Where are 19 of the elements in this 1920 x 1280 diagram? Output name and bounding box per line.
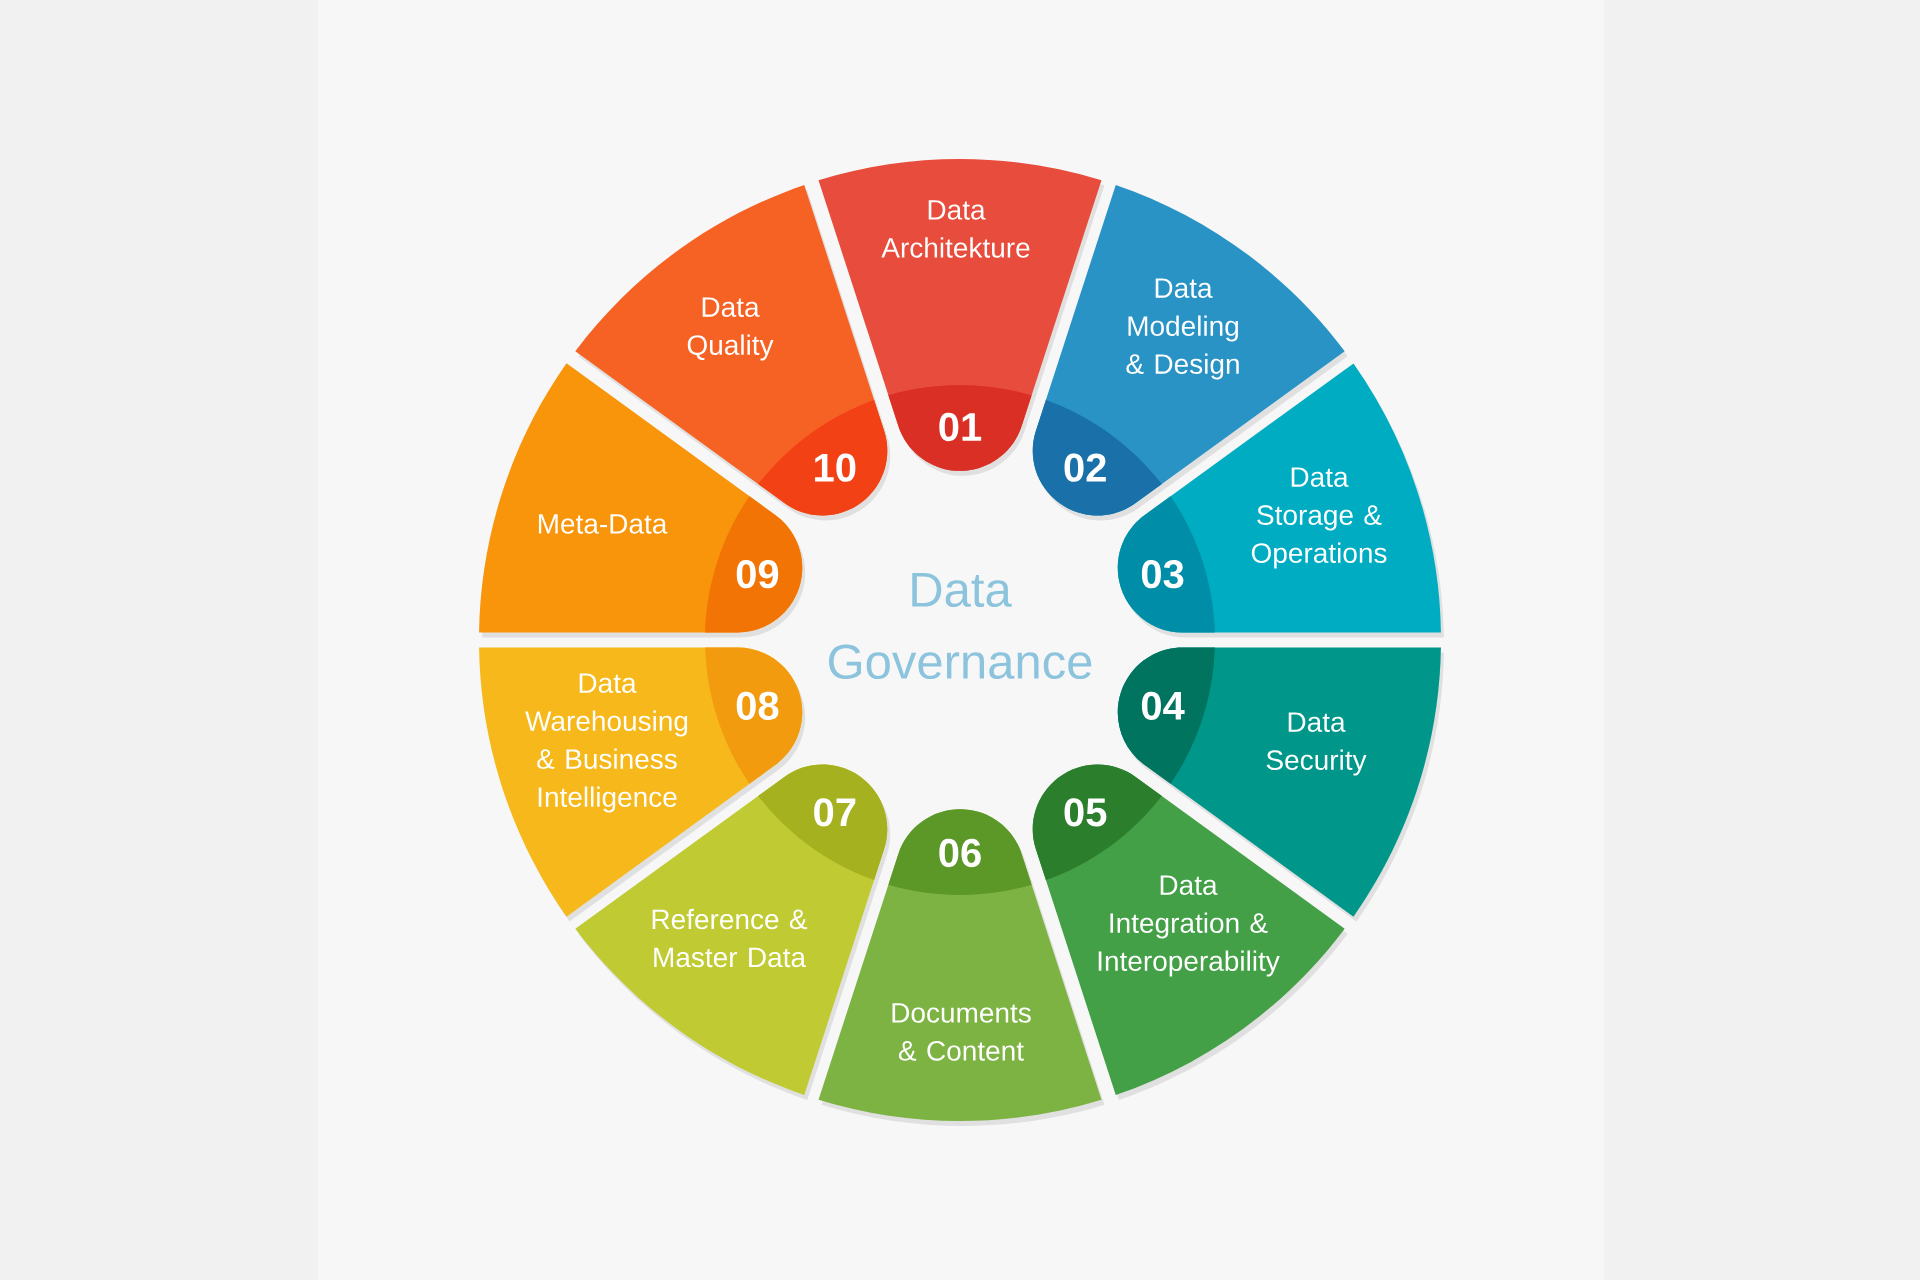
segment-label: Data Modeling & Design: [1126, 278, 1239, 380]
segment-label: Meta-Data: [538, 514, 668, 534]
segment-label: Documents & Content: [892, 1003, 1031, 1061]
number-badge: 08: [705, 647, 803, 784]
number-badge: 02: [1032, 399, 1162, 516]
segment-label: Data Storage & Operations: [1251, 467, 1387, 569]
segment-label: Data Security: [1266, 712, 1367, 776]
number-badge: 07: [758, 764, 888, 881]
segment-label: Data Warehousing & Business Intelligence: [525, 673, 688, 813]
segment-label: Reference & Master Data: [652, 908, 808, 968]
number-badge: 01: [888, 385, 1032, 471]
center-title: Data Governance: [829, 572, 1092, 680]
number-badge: 10: [758, 399, 888, 516]
segment-label: Data Architekture: [881, 200, 1030, 258]
number-badge: 06: [888, 809, 1032, 895]
number-badge: 04: [1117, 647, 1215, 784]
segment-label: Data Quality: [687, 297, 774, 361]
number-badge: 09: [705, 496, 803, 633]
number-badge: 03: [1117, 496, 1215, 633]
